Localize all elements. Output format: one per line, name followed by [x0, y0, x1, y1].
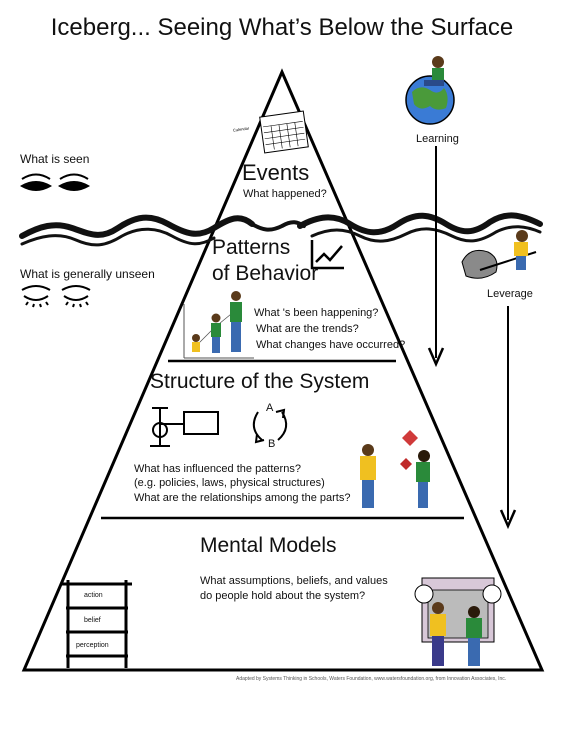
loop-label-a: A [266, 402, 274, 414]
growth-figures-icon [183, 291, 254, 359]
credit-line: Adapted by Systems Thinking in Schools, … [236, 676, 507, 682]
events-title: Events [242, 160, 310, 185]
calendar-icon [259, 110, 309, 154]
open-eyes-icon [19, 173, 91, 191]
pyramid-outline [21, 68, 545, 672]
label-leverage: Leverage [487, 288, 533, 300]
water-line [19, 212, 543, 247]
closed-eyes-icon [21, 285, 91, 308]
leverage-figure-icon [461, 230, 537, 279]
patterns-title-line1: Patterns [212, 236, 291, 259]
patterns-question: What changes have occurred? [256, 339, 406, 351]
feedback-loop-icon [252, 408, 288, 444]
loop-label-b: B [268, 438, 276, 450]
label-what-is-seen: What is seen [20, 152, 90, 166]
patterns-question: What 's been happening? [254, 307, 379, 319]
structure-title: Structure of the System [150, 370, 370, 393]
patterns-question: What are the trends? [256, 323, 359, 335]
calendar-label: Calendar [233, 125, 250, 132]
mental-models-title: Mental Models [200, 534, 337, 557]
trend-chart-icon [310, 240, 344, 270]
globe-learning-icon [405, 56, 455, 125]
structure-question: What are the relationships among the par… [134, 492, 351, 504]
structure-question: What has influenced the patterns? [134, 463, 301, 475]
learning-arrowhead [427, 347, 445, 368]
page-title: Iceberg... Seeing What’s Below the Surfa… [50, 14, 514, 41]
ladder-icon [62, 580, 132, 668]
mental-models-question: What assumptions, beliefs, and values [200, 575, 388, 587]
events-question: What happened? [243, 188, 327, 200]
stock-flow-icon [150, 407, 219, 447]
ladder-label-belief: belief [84, 617, 101, 624]
label-learning: Learning [416, 133, 459, 145]
leverage-arrowhead [499, 509, 517, 530]
kite-figures-icon [360, 430, 430, 508]
mental-models-question: do people hold about the system? [200, 590, 366, 602]
ladder-label-action: action [84, 592, 103, 599]
patterns-title-line2: of Behavior [212, 262, 319, 285]
ladder-label-perception: perception [76, 642, 109, 649]
structure-question: (e.g. policies, laws, physical structure… [134, 477, 325, 489]
puzzle-figures-icon [414, 577, 502, 666]
label-what-is-unseen: What is generally unseen [20, 267, 155, 281]
